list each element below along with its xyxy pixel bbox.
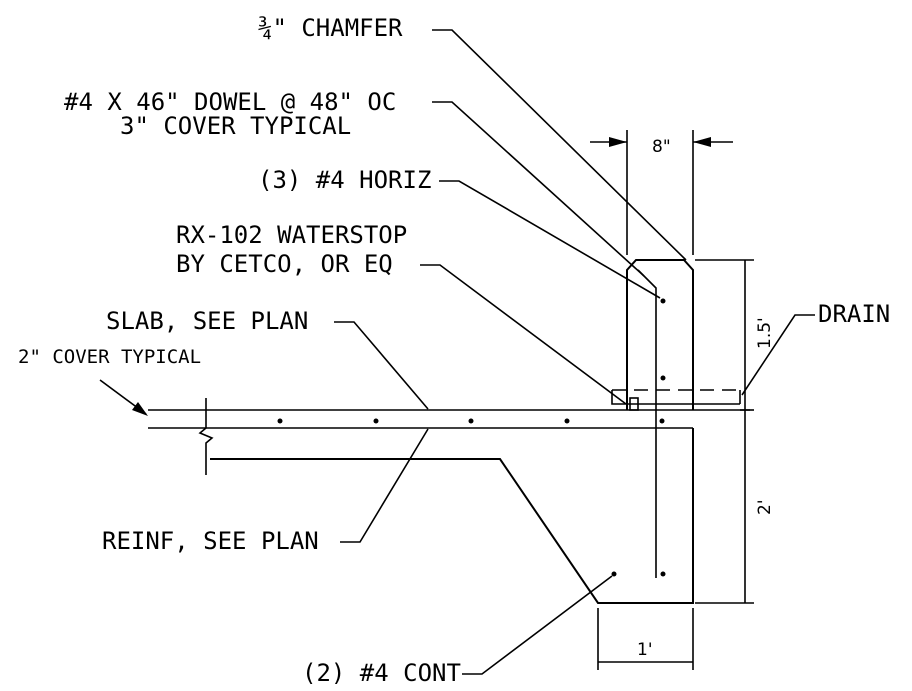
dowel-label-line1: #4 X 46" DOWEL @ 48" OC: [64, 88, 396, 116]
dimension-upper-height: [695, 259, 754, 411]
concrete-section-outline: [148, 259, 750, 604]
reinforcing-bars: [277, 269, 666, 578]
dimension-bottom-width: [597, 608, 694, 670]
horiz-label: (3) #4 HORIZ: [258, 166, 431, 194]
cover-label: 2" COVER TYPICAL: [18, 346, 201, 368]
slab-label: SLAB, SEE PLAN: [106, 307, 308, 335]
waterstop-label-line2: BY CETCO, OR EQ: [176, 250, 393, 278]
leader-lines: [99, 29, 815, 675]
drain-pipe: [611, 389, 741, 405]
cont-label: (2) #4 CONT: [302, 659, 461, 687]
dowel-label-line2: 3" COVER TYPICAL: [120, 112, 351, 140]
waterstop: [629, 397, 639, 411]
dim-top-width-label: 8": [652, 137, 671, 157]
dimension-top-width: [590, 130, 733, 255]
waterstop-label-line1: RX-102 WATERSTOP: [176, 221, 407, 249]
dim-upper-height-label: 1.5': [755, 317, 775, 349]
dimension-lower-height: [695, 410, 754, 604]
reinf-label: REINF, SEE PLAN: [102, 527, 319, 555]
chamfer-label: ¾" CHAMFER: [258, 14, 403, 42]
dim-lower-height-label: 2': [755, 500, 775, 516]
drain-label: DRAIN: [818, 300, 890, 328]
dim-bottom-width-label: 1': [637, 640, 653, 660]
